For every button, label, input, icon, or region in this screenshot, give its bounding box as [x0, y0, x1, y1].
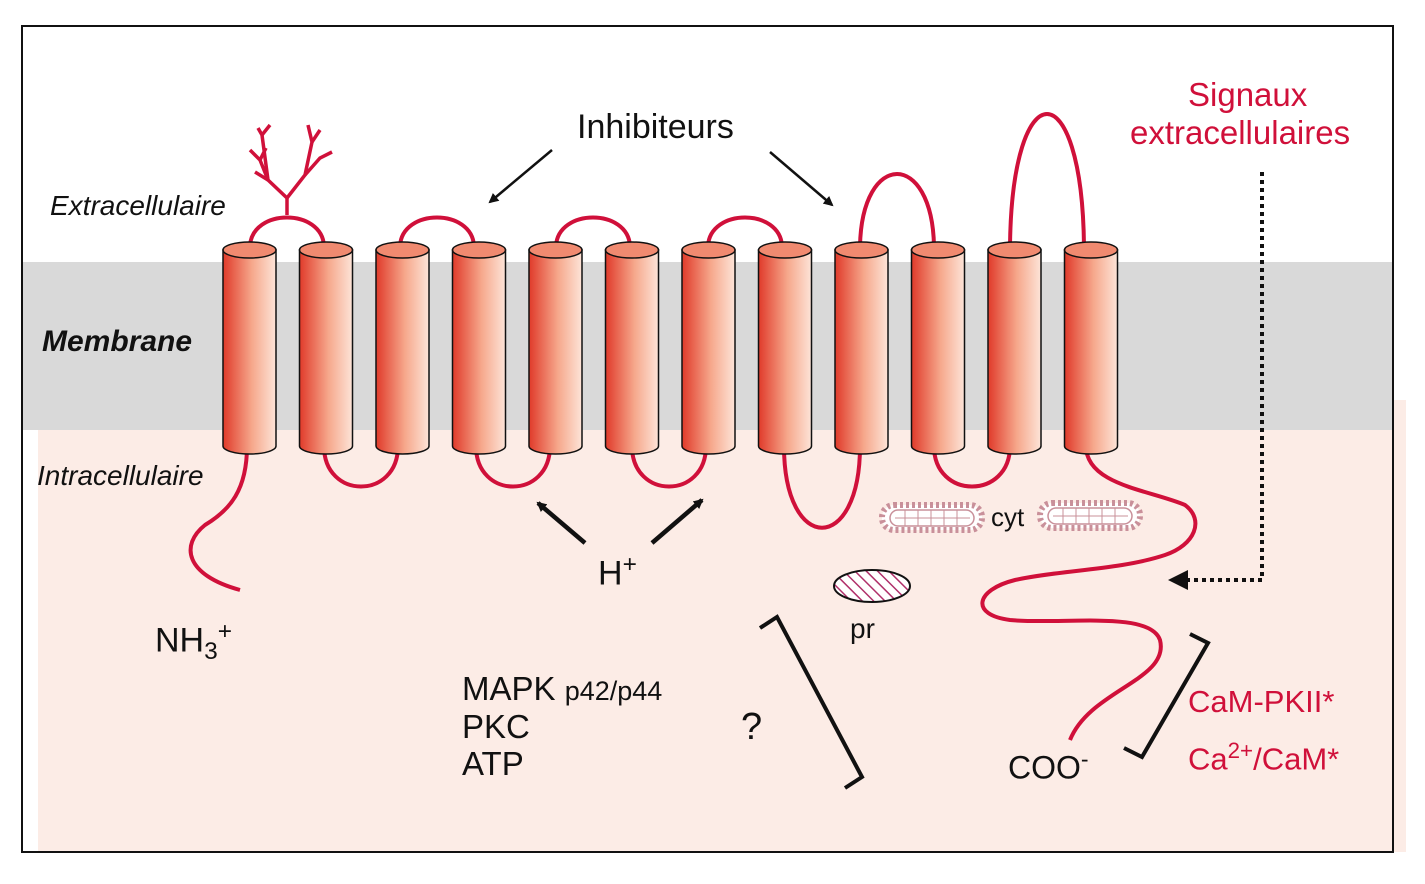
pr-label: pr	[850, 613, 875, 644]
atp-label: ATP	[462, 745, 524, 782]
bracket-question	[758, 614, 865, 790]
bracket-calcium	[1123, 632, 1211, 760]
inhibitor-arrow-right	[769, 151, 834, 207]
helix-9	[834, 241, 889, 455]
cyt-particle-left	[879, 502, 985, 533]
inhibitor-arrow-left	[488, 149, 553, 204]
signal-arrowhead	[1168, 570, 1188, 590]
signals-label-line1: Signaux	[1188, 76, 1308, 113]
signals-label-line2: extracellulaires	[1130, 114, 1351, 151]
inhibitors-label: Inhibiteurs	[577, 108, 734, 146]
cyt-label: cyt	[991, 502, 1025, 532]
question-label: ?	[741, 706, 763, 748]
intracellular-label: Intracellulaire	[37, 460, 204, 491]
cyt-particle-right	[1037, 500, 1143, 531]
glycosylation-tree	[248, 123, 333, 215]
proton-label: H+	[598, 551, 637, 593]
pkc-label: PKC	[462, 708, 530, 745]
helix-4	[451, 241, 507, 455]
extracellular-loops	[248, 112, 1086, 247]
frame-border	[21, 25, 1394, 853]
signal-dotted-path	[1185, 172, 1264, 582]
pr-protein-icon	[833, 569, 911, 603]
n-terminal-tail	[188, 445, 249, 592]
mapk-label: MAPK p42/p44	[462, 670, 663, 707]
c-terminal-tail	[980, 445, 1198, 741]
helix-1	[222, 241, 277, 455]
calcium-calmodulin-label: Ca2+/CaM*	[1188, 738, 1340, 777]
n-terminus-label: NH3+	[155, 618, 233, 666]
helix-10	[910, 241, 966, 455]
helix-6	[604, 241, 660, 455]
helix-12	[1063, 241, 1119, 455]
c-terminus-label: COO-	[1008, 746, 1089, 786]
proton-arrow-left	[536, 501, 587, 545]
membrane-label: Membrane	[42, 325, 193, 358]
helix-5	[528, 241, 583, 455]
helix-7	[681, 241, 736, 455]
cytoplasm-region	[38, 400, 1406, 852]
helix-11	[987, 241, 1042, 455]
proton-arrow-right	[650, 498, 704, 545]
intracellular-loops	[322, 445, 1012, 530]
helix-8	[757, 241, 813, 455]
helix-2	[298, 241, 354, 455]
campkii-label: CaM-PKII*	[1188, 684, 1335, 719]
helix-3	[375, 241, 430, 455]
transmembrane-helices	[222, 241, 1119, 455]
extracellular-label: Extracellulaire	[50, 190, 226, 221]
